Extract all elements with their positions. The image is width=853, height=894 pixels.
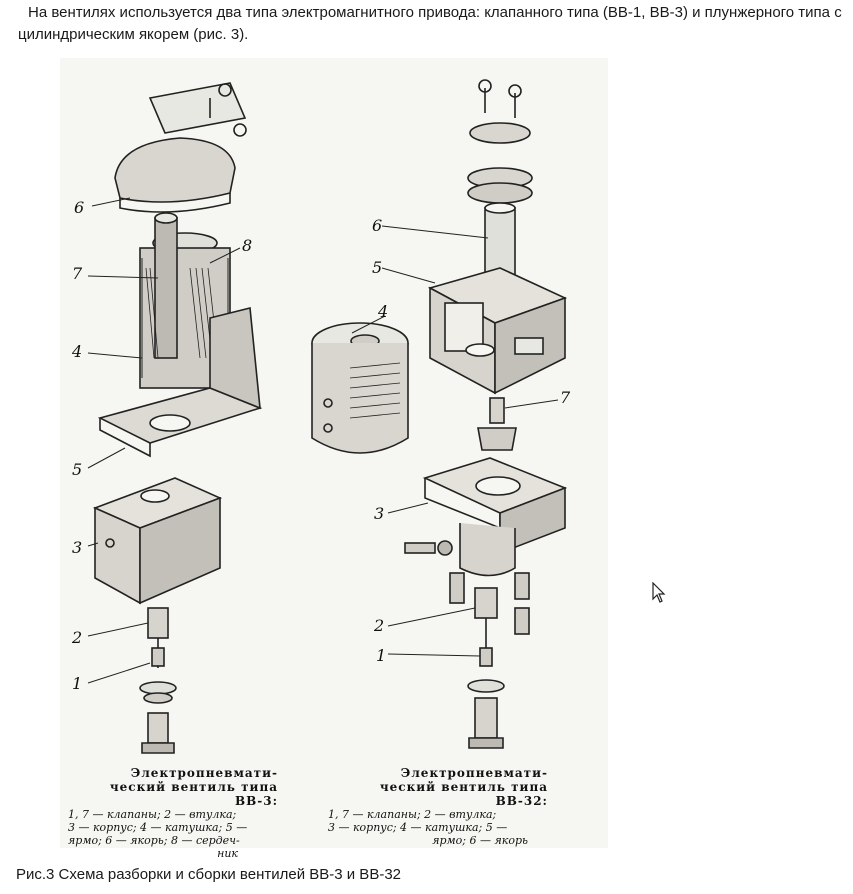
left-caption-title-2: ческий вентиль типа ВВ-3: [109, 780, 278, 808]
right-caption-line-3: ярмо; 6 — якорь [432, 834, 528, 847]
valve-drawings [87, 79, 568, 754]
left-label-2: 2 [72, 628, 83, 647]
right-label-2: 2 [374, 616, 385, 635]
right-caption-line-1: 1, 7 — клапаны; 2 — втулка; [328, 808, 497, 821]
left-label-8: 8 [242, 236, 253, 255]
left-caption-line-2: 3 — корпус; 4 — катушка; 5 — [68, 821, 248, 834]
right-label-7: 7 [560, 388, 571, 407]
intro-paragraph: На вентилях используется два типа электр… [18, 2, 848, 46]
left-label-1: 1 [72, 674, 83, 693]
right-label-4: 4 [378, 302, 389, 321]
right-caption: Электропневмати- ческий вентиль типа ВВ-… [328, 766, 548, 847]
left-caption-line-3: ярмо; 6 — якорь; 8 — сердеч- [68, 834, 240, 847]
left-label-7: 7 [72, 264, 83, 283]
mouse-pointer-icon [652, 581, 666, 609]
left-caption: Электропневмати- ческий вентиль типа ВВ-… [68, 766, 278, 860]
right-label-6: 6 [372, 216, 383, 235]
right-label-1: 1 [376, 646, 387, 665]
right-caption-title-1: Электропневмати- [400, 766, 548, 780]
left-label-5: 5 [72, 460, 83, 479]
right-label-5: 5 [372, 258, 383, 277]
figure-caption: Рис.3 Схема разборки и сборки вентилей В… [16, 866, 401, 883]
left-label-6: 6 [74, 198, 85, 217]
left-label-3: 3 [72, 538, 83, 557]
exploded-view-figure: 6 8 7 4 5 3 2 1 6 5 4 7 3 2 1 Электропне… [60, 58, 608, 860]
right-caption-title-2: ческий вентиль типа ВВ-32: [379, 780, 548, 808]
right-label-3: 3 [374, 504, 385, 523]
left-caption-title-1: Электропневмати- [130, 766, 278, 780]
right-caption-line-2: 3 — корпус; 4 — катушка; 5 — [328, 821, 508, 834]
intro-text: На вентилях используется два типа электр… [18, 4, 842, 43]
left-caption-line-1: 1, 7 — клапаны; 2 — втулка; [68, 808, 237, 821]
left-caption-line-4: ник [217, 847, 238, 860]
left-label-4: 4 [72, 342, 83, 361]
